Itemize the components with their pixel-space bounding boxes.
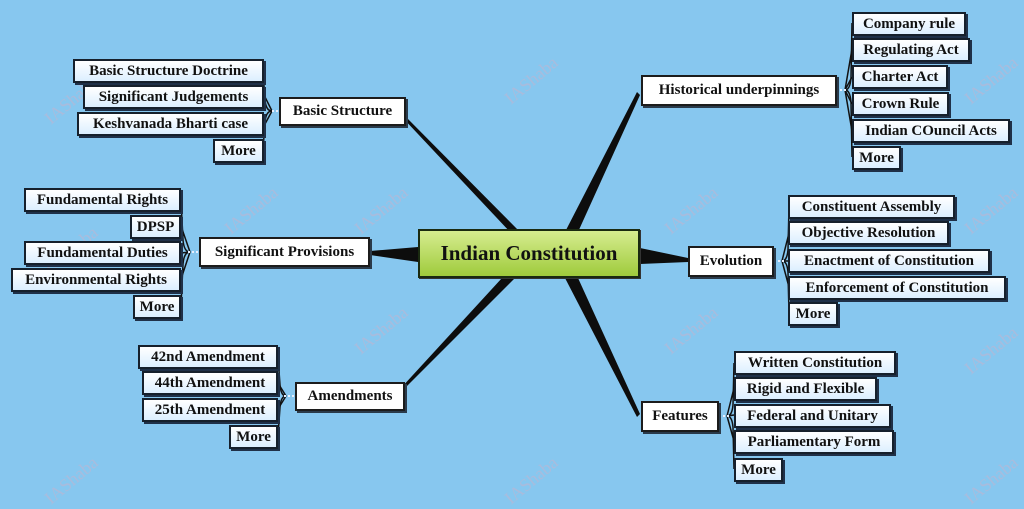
leaf-node[interactable]: Environmental Rights bbox=[11, 268, 181, 292]
leaf-label: Enforcement of Constitution bbox=[805, 279, 989, 296]
leaf-node[interactable]: 44th Amendment bbox=[142, 371, 278, 395]
leaf-label: More bbox=[741, 461, 776, 478]
leaf-node[interactable]: Charter Act bbox=[852, 65, 948, 89]
leaf-label: DPSP bbox=[136, 218, 175, 235]
leaf-label: Significant Judgements bbox=[98, 88, 249, 105]
branch-evolution[interactable]: Evolution bbox=[688, 246, 774, 277]
branch-significant-provisions[interactable]: Significant Provisions bbox=[199, 237, 370, 267]
leaf-label: More bbox=[139, 298, 175, 315]
leaf-label: Environmental Rights bbox=[25, 271, 167, 288]
leaf-label: Fundamental Rights bbox=[36, 191, 169, 208]
leaf-label: Regulating Act bbox=[863, 41, 959, 58]
leaf-label: Objective Resolution bbox=[801, 224, 936, 241]
leaf-node[interactable]: Crown Rule bbox=[852, 92, 949, 116]
leaf-label: Crown Rule bbox=[861, 95, 940, 112]
leaf-more-button[interactable]: More bbox=[734, 458, 783, 482]
leaf-node[interactable]: Basic Structure Doctrine bbox=[73, 59, 264, 83]
leaf-node[interactable]: Enforcement of Constitution bbox=[788, 276, 1006, 300]
leaf-label: 42nd Amendment bbox=[151, 348, 265, 365]
branch-label: Evolution bbox=[699, 253, 763, 269]
leaf-label: Charter Act bbox=[861, 68, 939, 85]
branch-historical-underpinnings[interactable]: Historical underpinnings bbox=[641, 75, 837, 106]
leaf-node[interactable]: Indian COuncil Acts bbox=[852, 119, 1010, 143]
leaf-node[interactable]: Federal and Unitary bbox=[734, 404, 891, 428]
leaf-node[interactable]: 25th Amendment bbox=[142, 398, 278, 422]
branch-label: Basic Structure bbox=[292, 103, 393, 119]
leaf-label: More bbox=[859, 149, 894, 166]
leaf-label: Basic Structure Doctrine bbox=[89, 62, 248, 79]
connector-lines bbox=[180, 22, 853, 470]
leaf-label: 25th Amendment bbox=[154, 401, 266, 418]
mind-map-canvas: IAShaba IAShaba IAShaba IAShaba IAShaba … bbox=[11, 12, 1022, 508]
leaf-label: Enactment of Constitution bbox=[803, 252, 974, 269]
leaf-more-button[interactable]: More bbox=[133, 295, 181, 319]
leaf-node[interactable]: DPSP bbox=[130, 215, 181, 239]
branch-label: Features bbox=[652, 408, 708, 424]
central-node[interactable]: Indian Constitution bbox=[418, 229, 640, 278]
leaf-label: Company rule bbox=[862, 15, 956, 32]
leaf-node[interactable]: Significant Judgements bbox=[83, 85, 264, 109]
leaf-label: Rigid and Flexible bbox=[746, 380, 865, 397]
leaf-more-button[interactable]: More bbox=[788, 302, 838, 326]
leaf-label: More bbox=[795, 305, 831, 322]
leaf-node[interactable]: Fundamental Duties bbox=[24, 241, 181, 265]
leaf-node[interactable]: Enactment of Constitution bbox=[788, 249, 990, 273]
leaf-more-button[interactable]: More bbox=[852, 146, 901, 170]
branch-label: Historical underpinnings bbox=[658, 82, 820, 98]
leaf-node[interactable]: Keshvanada Bharti case bbox=[77, 112, 264, 136]
leaf-label: Parliamentary Form bbox=[747, 433, 881, 450]
leaf-node[interactable]: Written Constitution bbox=[734, 351, 896, 375]
leaf-node[interactable]: Fundamental Rights bbox=[24, 188, 181, 212]
leaf-label: Federal and Unitary bbox=[747, 407, 878, 424]
central-node-label: Indian Constitution bbox=[440, 241, 618, 265]
leaf-label: Keshvanada Bharti case bbox=[92, 115, 248, 132]
leaf-label: Fundamental Duties bbox=[37, 244, 168, 261]
leaf-node[interactable]: Rigid and Flexible bbox=[734, 377, 877, 401]
leaf-node[interactable]: Objective Resolution bbox=[788, 221, 949, 245]
branch-amendments[interactable]: Amendments bbox=[295, 382, 405, 411]
branch-label: Significant Provisions bbox=[214, 243, 355, 260]
leaf-node[interactable]: Constituent Assembly bbox=[788, 195, 955, 219]
leaf-label: More bbox=[221, 142, 256, 159]
leaf-label: More bbox=[236, 428, 271, 445]
leaf-node[interactable]: Company rule bbox=[852, 12, 966, 36]
branch-basic-structure[interactable]: Basic Structure bbox=[279, 97, 406, 126]
leaf-node[interactable]: Parliamentary Form bbox=[734, 430, 894, 454]
leaf-label: 44th Amendment bbox=[154, 374, 266, 391]
leaf-label: Constituent Assembly bbox=[801, 198, 942, 215]
branch-features[interactable]: Features bbox=[641, 401, 719, 432]
leaf-label: Written Constitution bbox=[747, 354, 883, 371]
leaf-more-button[interactable]: More bbox=[229, 425, 278, 449]
leaf-node[interactable]: Regulating Act bbox=[852, 38, 970, 62]
leaf-more-button[interactable]: More bbox=[213, 139, 264, 163]
leaf-label: Indian COuncil Acts bbox=[865, 122, 997, 139]
leaf-node[interactable]: 42nd Amendment bbox=[138, 345, 278, 369]
branch-label: Amendments bbox=[307, 388, 393, 404]
